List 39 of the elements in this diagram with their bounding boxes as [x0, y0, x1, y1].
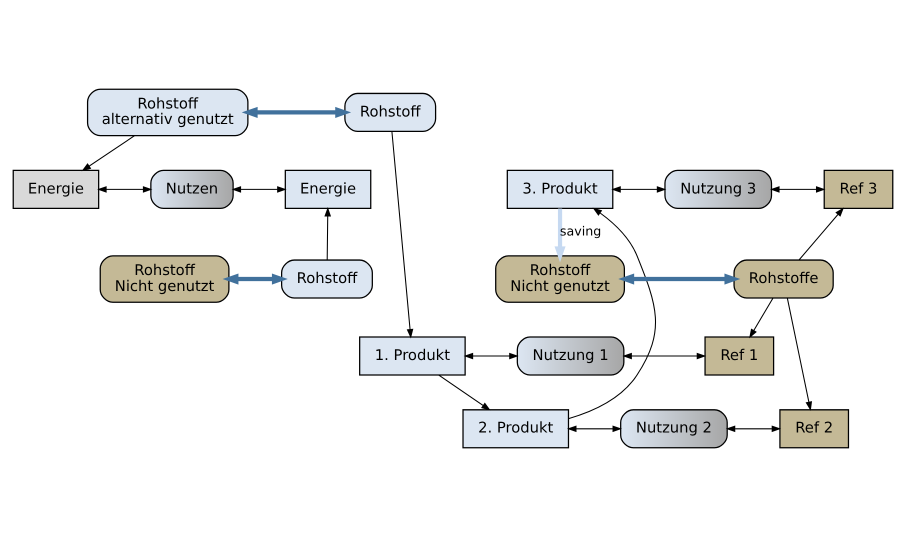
arrow — [97, 186, 152, 192]
node-box: Ref 2 — [779, 408, 850, 448]
arrow — [222, 272, 288, 284]
arrow — [464, 352, 519, 359]
arrow — [786, 298, 812, 411]
node-box: Nutzung 2 — [620, 408, 728, 448]
node-box: Nutzung 3 — [664, 169, 772, 209]
arrow — [232, 186, 287, 192]
arrow — [568, 207, 656, 419]
node-box: Rohstoff alternativ genutzt — [86, 88, 249, 136]
arrow — [749, 297, 774, 338]
arrow — [554, 208, 566, 262]
arrow — [622, 352, 706, 359]
edge-label: saving — [560, 222, 602, 238]
arrow — [618, 272, 740, 284]
node-box: Ref 3 — [824, 169, 894, 209]
arrow — [242, 106, 352, 118]
node-box: 2. Produkt — [462, 408, 570, 448]
node-box: Energie — [284, 169, 372, 209]
node-box: Rohstoff Nicht genutzt — [495, 254, 625, 302]
node-box: Rohstoff — [344, 92, 436, 132]
node-box: Rohstoff Nicht genutzt — [100, 254, 230, 302]
arrow — [82, 134, 135, 171]
arrow — [770, 186, 826, 192]
node-box: Nutzen — [150, 169, 234, 209]
node-box: 1. Produkt — [359, 336, 466, 376]
arrow — [611, 186, 666, 192]
arrow — [566, 424, 622, 432]
arrow — [324, 206, 332, 260]
node-box: Rohstoffe — [733, 258, 834, 298]
node-box: Rohstoff — [281, 258, 373, 298]
node-box: 3. Produkt — [506, 169, 614, 209]
node-box: Nutzung 1 — [516, 336, 624, 376]
arrow — [798, 206, 844, 260]
arrow — [726, 424, 782, 432]
node-box: Ref 1 — [704, 336, 774, 376]
arrow — [391, 131, 414, 338]
node-box: Energie — [12, 169, 100, 209]
arrow — [438, 374, 491, 410]
